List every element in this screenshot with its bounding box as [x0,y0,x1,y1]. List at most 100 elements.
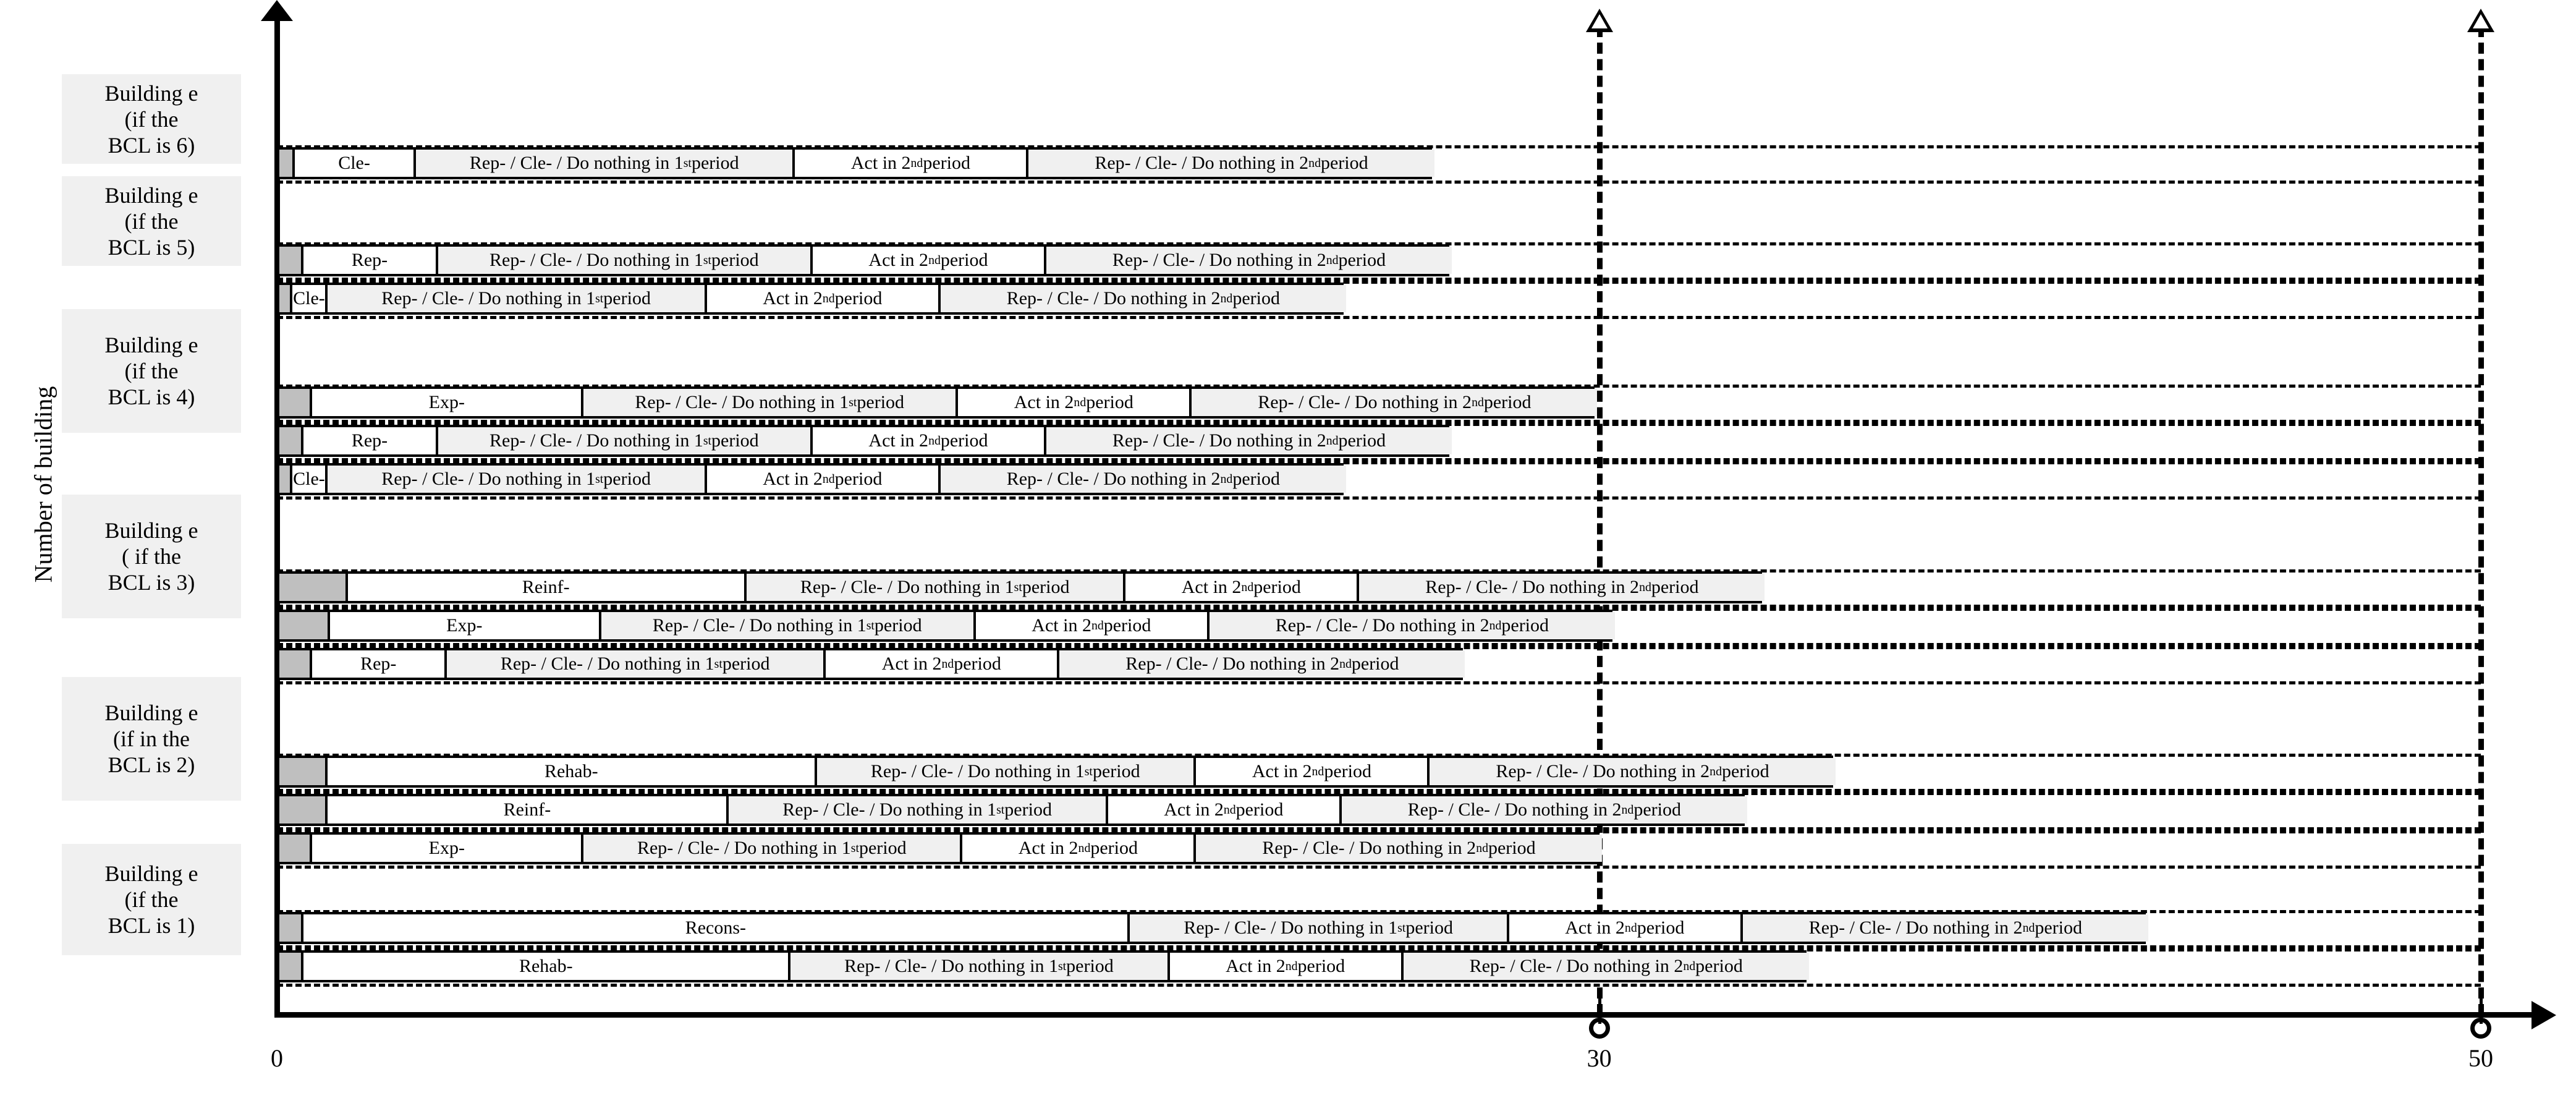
segment-delay[interactable] [279,758,328,785]
segment-delay[interactable] [279,914,304,942]
segment-delay[interactable] [279,650,313,678]
label-line: Building e [104,333,198,357]
segment-act[interactable]: Rep- [312,650,447,678]
segment-delay[interactable] [279,247,304,274]
segment-act[interactable]: Rep- [303,247,438,274]
segment-act[interactable]: Rehab- [328,758,818,785]
segment-delay[interactable] [279,953,304,980]
row-guide-line [277,643,2481,646]
segment-act[interactable]: Recons- [303,914,1130,942]
label-line: BCL is 1) [108,913,195,938]
segment-delay[interactable] [279,285,293,312]
segment-delay[interactable] [279,466,293,493]
row-guide-line [277,569,2481,573]
segment-delay[interactable] [279,574,348,601]
row-guide-line [277,496,2481,500]
x-tick-label-30: 30 [1587,1044,1612,1072]
x-tick-label-50: 50 [2468,1044,2493,1072]
segment-delay[interactable] [279,389,313,416]
segment-act[interactable]: Rep- [303,427,438,454]
segment-delay[interactable] [279,150,295,177]
label-line: Building e [104,700,198,725]
row-guide-line [277,281,2481,284]
segment-delay[interactable] [279,427,304,454]
label-line: BCL is 5) [108,234,195,260]
segment-act[interactable]: Reinf- [328,796,729,824]
segment-act[interactable]: Exp- [312,835,584,862]
x-tick-marker-50 [2470,1018,2491,1039]
segment-delay[interactable] [279,835,313,862]
segment-act[interactable]: Exp- [330,612,601,639]
label-line: BCL is 4) [108,385,195,409]
segment-act[interactable]: Cle- [292,285,328,312]
label-line: Building e [104,80,198,106]
row-guide-line [277,316,2481,319]
segment-act[interactable]: Cle- [292,466,328,493]
segment-act[interactable]: Cle- [294,150,417,177]
segment-act[interactable]: Exp- [312,389,584,416]
segment-delay[interactable] [279,612,331,639]
segment-delay[interactable] [279,796,328,824]
segment-act[interactable]: Rehab- [303,953,791,980]
segment-act[interactable]: Reinf- [347,574,747,601]
label-line: ( if the [122,544,181,569]
